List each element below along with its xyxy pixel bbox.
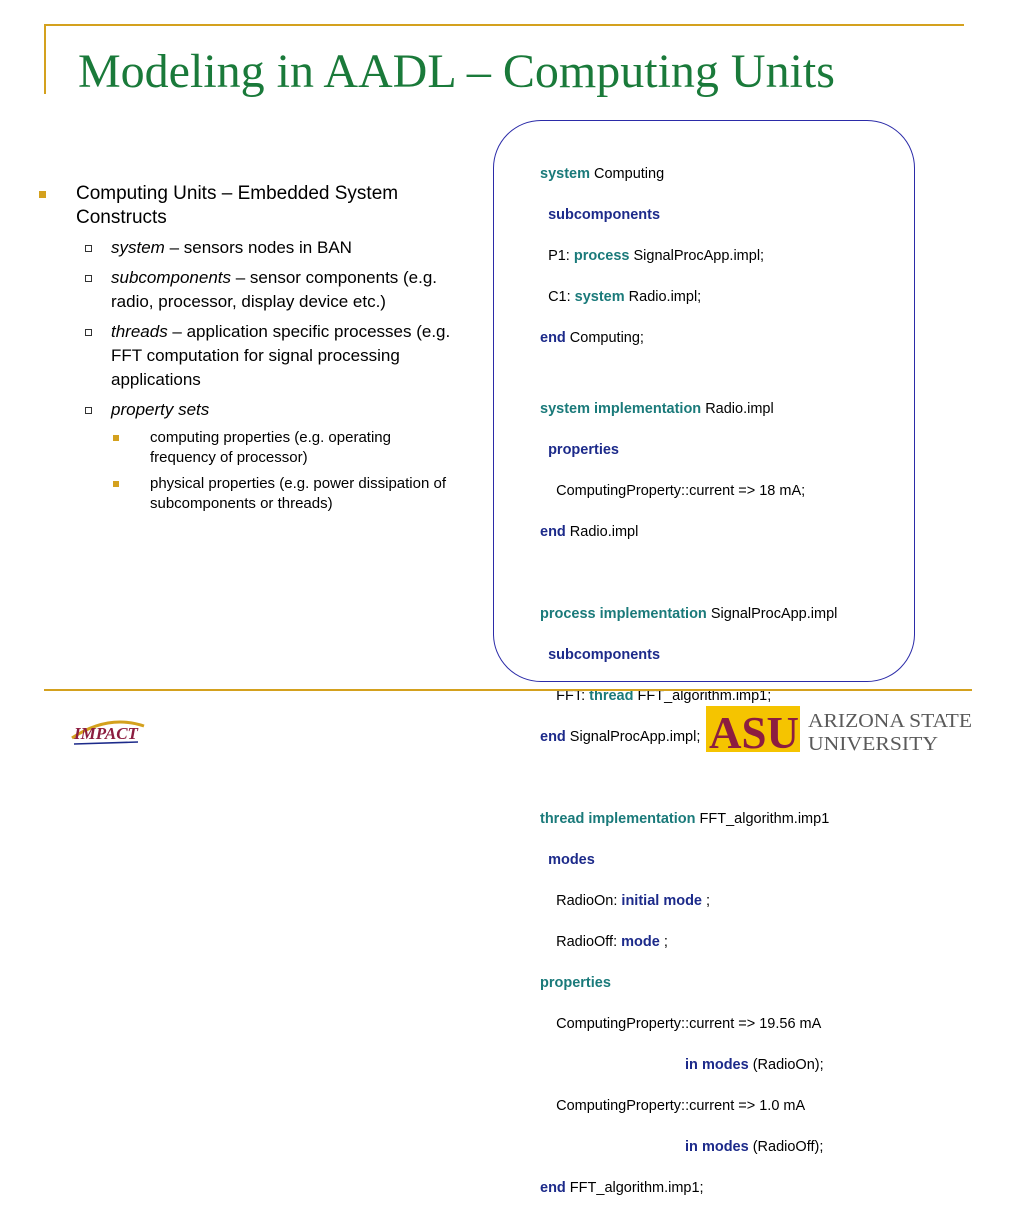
svg-text:ARIZONA STATE: ARIZONA STATE [808, 710, 972, 732]
aadl-code: system Computing subcomponents P1: proce… [540, 143, 837, 1219]
bullet-term: threads [111, 322, 168, 341]
bullet-text: – sensor components (e.g. radio, process… [111, 268, 438, 311]
bullet-sub-threads: threads – application specific processes… [38, 320, 451, 392]
code-line: subcomponents [548, 206, 661, 223]
slide-title: Modeling in AADL – Computing Units [78, 45, 835, 98]
code-line: in modes (RadioOn); [685, 1057, 824, 1073]
asu-logo: ASU ARIZONA STATE UNIVERSITY [706, 706, 972, 756]
code-line: properties [548, 442, 619, 458]
svg-text:ASU: ASU [709, 707, 799, 756]
bullet-main: Computing Units – Embedded System Constr… [38, 182, 458, 230]
hollow-square-bullet-icon [85, 245, 92, 252]
code-line: subcomponents [548, 647, 661, 663]
code-line: P1: process SignalProcApp.impl; [548, 247, 765, 264]
frame-left-line [44, 24, 46, 94]
square-bullet-icon [113, 435, 119, 441]
bullet-term: property sets [111, 400, 210, 419]
code-line: in modes (RadioOff); [685, 1139, 824, 1155]
code-line: C1: system Radio.impl; [548, 288, 702, 305]
square-bullet-icon [113, 481, 119, 487]
bullet-text: physical properties (e.g. power dissipat… [150, 475, 446, 512]
code-line: system implementation Radio.impl [540, 401, 774, 417]
code-box [493, 120, 915, 682]
svg-text:UNIVERSITY: UNIVERSITY [808, 733, 938, 755]
bullet-sub-system: system – sensors nodes in BAN [38, 236, 451, 260]
code-line: FFT: thread FFT_algorithm.imp1; [556, 688, 772, 704]
bullet-term: subcomponents [111, 268, 232, 287]
footer-line [44, 689, 972, 691]
code-line: modes [548, 852, 595, 868]
code-line: end FFT_algorithm.imp1; [540, 1180, 704, 1196]
code-line: RadioOn: initial mode ; [556, 893, 711, 909]
code-line: end Radio.impl [540, 524, 639, 540]
hollow-square-bullet-icon [85, 275, 92, 282]
square-bullet-icon [39, 191, 46, 198]
bullet-subsub-physical-properties: physical properties (e.g. power dissipat… [38, 474, 460, 514]
code-line: properties [540, 975, 611, 991]
bullet-text: – application specific processes (e.g. F… [111, 322, 451, 389]
bullet-list: Computing Units – Embedded System Constr… [38, 182, 458, 514]
hollow-square-bullet-icon [85, 329, 92, 336]
bullet-main-text: Computing Units – Embedded System Constr… [76, 183, 399, 228]
bullet-sub-property-sets: property sets [38, 398, 451, 422]
code-line: system Computing [540, 165, 665, 182]
bullet-sub-subcomponents: subcomponents – sensor components (e.g. … [38, 266, 451, 314]
code-line: ComputingProperty::current => 18 mA; [556, 483, 806, 499]
hollow-square-bullet-icon [85, 407, 92, 414]
bullet-text: – sensors nodes in BAN [164, 238, 352, 257]
bullet-text: computing properties (e.g. operating fre… [150, 429, 391, 466]
svg-text:IMPACT: IMPACT [73, 724, 139, 743]
impact-logo: IMPACT [71, 720, 145, 745]
frame-top-line [44, 24, 964, 26]
code-line: end SignalProcApp.impl; [540, 729, 701, 745]
code-line: RadioOff: mode ; [556, 934, 668, 950]
code-line: ComputingProperty::current => 1.0 mA [556, 1098, 806, 1114]
bullet-subsub-computing-properties: computing properties (e.g. operating fre… [38, 428, 460, 468]
code-line: ComputingProperty::current => 19.56 mA [556, 1016, 822, 1032]
code-line: process implementation SignalProcApp.imp… [540, 606, 838, 622]
bullet-term: system [111, 238, 165, 257]
code-line: thread implementation FFT_algorithm.imp1 [540, 811, 830, 827]
code-line: end Computing; [540, 329, 644, 346]
